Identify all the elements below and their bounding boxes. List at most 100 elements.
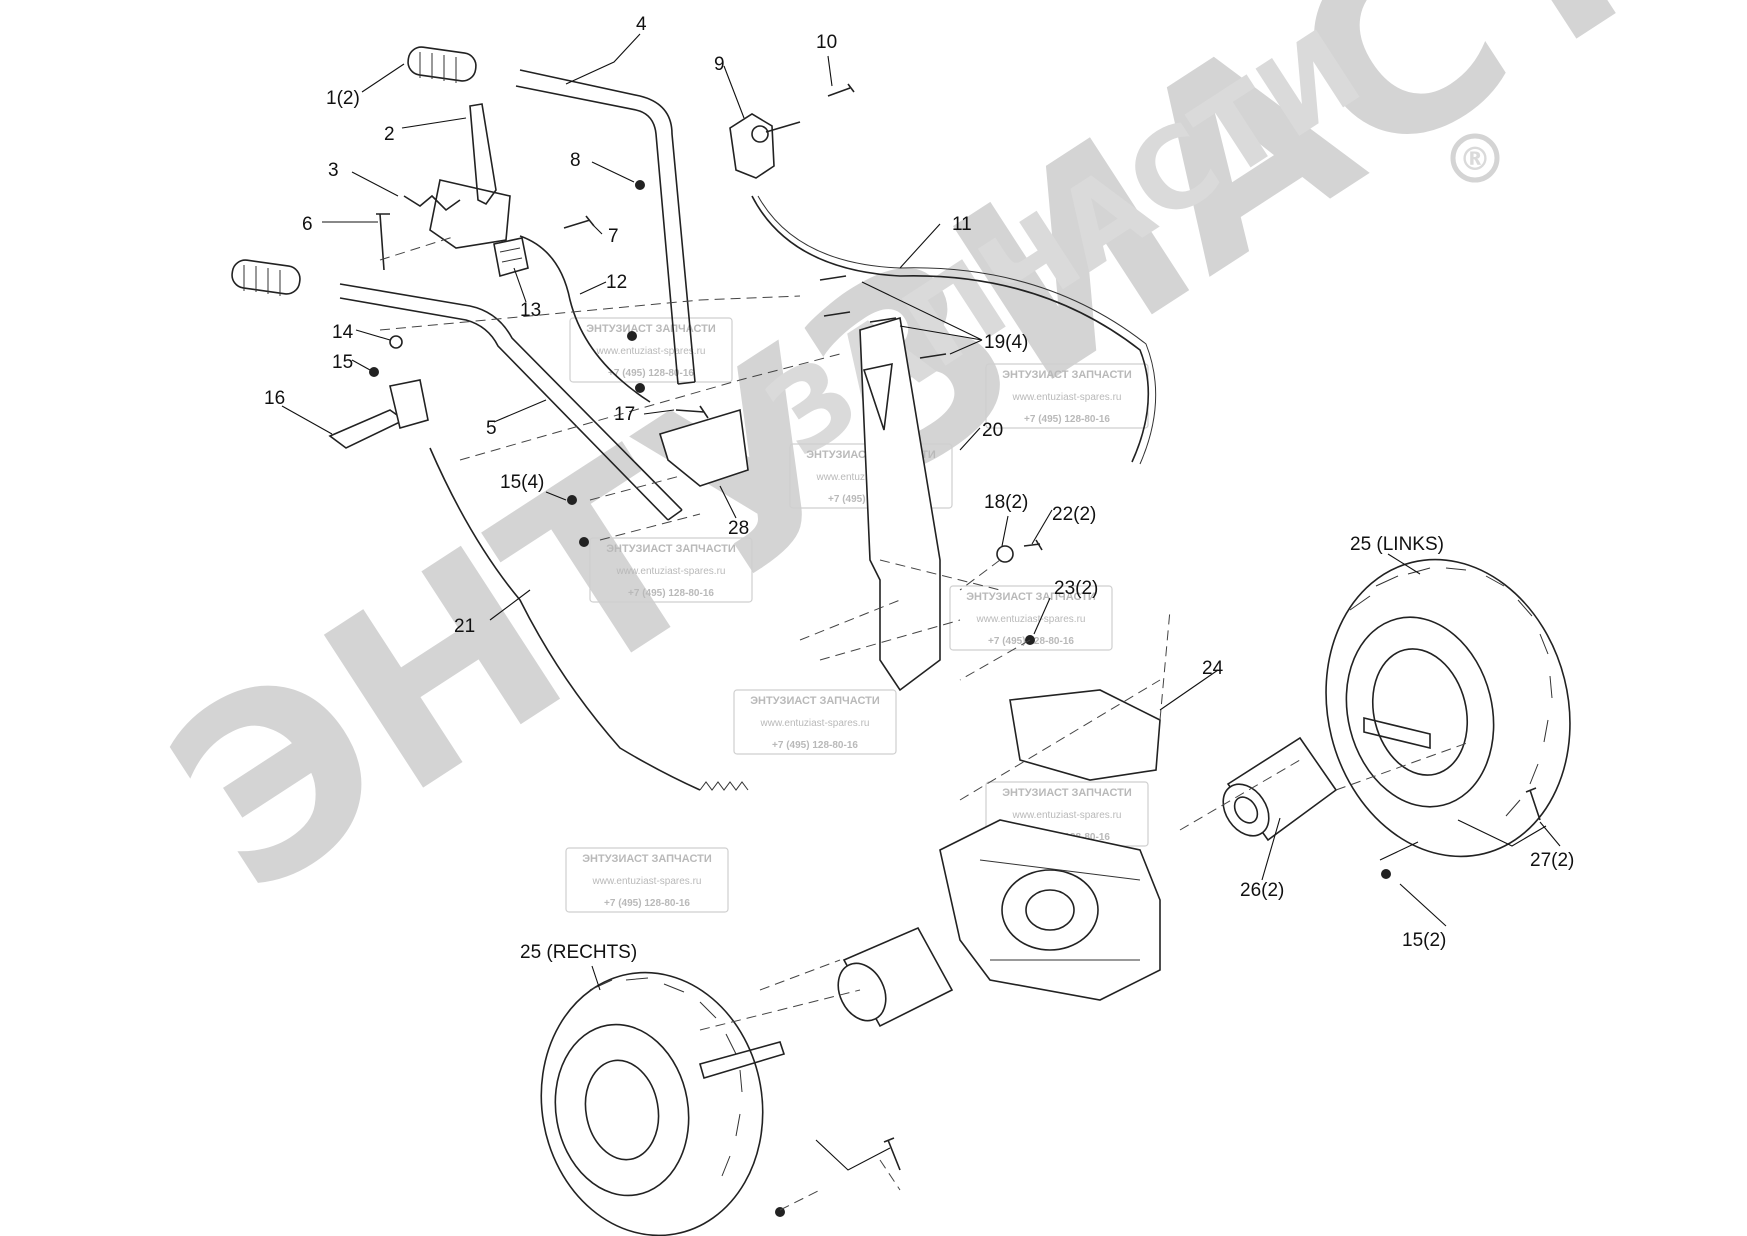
handlebar-lower-tube bbox=[339, 283, 683, 521]
cable-11 bbox=[751, 195, 1150, 463]
bolt-22 bbox=[1023, 539, 1043, 551]
watermark-registered-text: ® bbox=[1459, 140, 1491, 178]
stamp-text: ЭНТУЗИАСТ ЗАПЧАСТИ bbox=[1002, 369, 1132, 381]
pin bbox=[376, 213, 390, 271]
callout-17: 17 bbox=[614, 404, 635, 425]
callout-13: 13 bbox=[520, 300, 541, 321]
callout-8: 8 bbox=[570, 150, 581, 171]
nut-15-2 bbox=[1381, 869, 1391, 879]
stamp-text: www.entuziast-spares.ru bbox=[1012, 810, 1122, 821]
callout-24: 24 bbox=[1202, 658, 1224, 679]
wheel-links bbox=[1325, 558, 1571, 858]
spring-clip bbox=[403, 194, 461, 212]
watermark-stamp: ЭНТУЗИАСТ ЗАПЧАСТИ www.entuziast-spares.r… bbox=[589, 537, 753, 603]
stamp-text: +7 (495) 128-80-16 bbox=[604, 898, 690, 909]
sleeve-left bbox=[837, 926, 954, 1028]
stamp-text: +7 (495) 128-80-16 bbox=[628, 588, 714, 599]
nut-15a bbox=[567, 495, 577, 505]
nut-rechts bbox=[775, 1207, 785, 1217]
washer-14 bbox=[389, 335, 403, 349]
callout-25-rechts: 25 (RECHTS) bbox=[520, 942, 637, 963]
bolt-rechts bbox=[883, 1137, 901, 1171]
assembly-lines bbox=[379, 235, 1547, 1211]
watermark-stamp: ЭНТУЗИАСТ ЗАПЧАСТИ www.entuziast-spares.r… bbox=[565, 847, 729, 913]
callout-6: 6 bbox=[302, 214, 313, 235]
wheel-rechts bbox=[540, 971, 786, 1236]
sleeve-26-right bbox=[1222, 736, 1338, 842]
bolt-7 bbox=[563, 215, 595, 229]
callout-23: 23(2) bbox=[1054, 578, 1098, 599]
callout-2: 2 bbox=[384, 124, 395, 145]
callout-leaders bbox=[281, 33, 1561, 991]
stamp-text: ЭНТУЗИАСТ ЗАПЧАСТИ bbox=[586, 323, 716, 335]
callout-28: 28 bbox=[728, 518, 749, 539]
shift-lever-bracket bbox=[429, 179, 511, 249]
callout-5: 5 bbox=[486, 418, 497, 439]
cable-11-inner bbox=[757, 195, 1157, 465]
cable-21-spring bbox=[699, 781, 749, 791]
callout-16: 16 bbox=[264, 388, 285, 409]
nut-15b bbox=[579, 537, 589, 547]
callout-11: 11 bbox=[952, 214, 972, 235]
stamp-text: +7 (495) 128-80-16 bbox=[608, 368, 694, 379]
cable-12 bbox=[519, 235, 651, 403]
stamp-text: www.entuziast-spares.ru bbox=[596, 346, 706, 357]
callout-22: 22(2) bbox=[1052, 504, 1096, 525]
screw-10 bbox=[827, 83, 855, 97]
callout-4: 4 bbox=[636, 14, 647, 35]
callout-15-2: 15(2) bbox=[1402, 930, 1446, 951]
callout-3: 3 bbox=[328, 160, 339, 181]
callout-labels: 1(2) 2 3 6 4 5 7 8 9 10 11 12 13 14 15 1… bbox=[264, 14, 1574, 963]
callout-19: 19(4) bbox=[984, 332, 1028, 353]
knob-housing bbox=[729, 113, 801, 179]
callout-25-links: 25 (LINKS) bbox=[1350, 534, 1444, 555]
washer-18 bbox=[996, 545, 1014, 563]
stamp-text: +7 (495) 128-80-16 bbox=[772, 740, 858, 751]
watermark-registered: ® bbox=[1450, 133, 1500, 183]
handlebar-upper-tube bbox=[515, 69, 696, 385]
stamp-text: ЭНТУЗИАСТ ЗАПЧАСТИ bbox=[750, 695, 880, 707]
mounting-plate-20 bbox=[859, 316, 941, 692]
callout-7: 7 bbox=[608, 226, 619, 247]
cable-21 bbox=[429, 447, 701, 791]
watermark-stamp: ЭНТУЗИАСТ ЗАПЧАСТИ www.entuziast-spares.r… bbox=[569, 317, 733, 383]
watermark-stamp: ЭНТУЗИАСТ ЗАПЧАСТИ www.entuziast-spares.r… bbox=[985, 363, 1149, 429]
stamp-text: www.entuziast-spares.ru bbox=[616, 566, 726, 577]
stamp-text: www.entuziast-spares.ru bbox=[592, 876, 702, 887]
bolts-19 bbox=[819, 275, 947, 359]
nut-8 bbox=[635, 180, 645, 190]
stamp-text: ЭНТУЗИАСТ ЗАПЧАСТИ bbox=[966, 591, 1096, 603]
shield-24 bbox=[1009, 689, 1161, 781]
gearbox bbox=[939, 819, 1161, 1001]
clutch-lever bbox=[328, 379, 429, 449]
grip-upper bbox=[407, 46, 477, 83]
stamp-text: +7 (495) 128-80-16 bbox=[1024, 414, 1110, 425]
callout-14: 14 bbox=[332, 322, 354, 343]
callout-15: 15 bbox=[332, 352, 353, 373]
callout-21: 21 bbox=[454, 616, 475, 637]
stamp-text: ЭНТУЗИАСТ ЗАПЧАСТИ bbox=[582, 853, 712, 865]
nut-15d bbox=[635, 383, 645, 393]
bolt-27 bbox=[1525, 787, 1541, 821]
stamp-text: ЭНТУЗИАСТ ЗАПЧАСТИ bbox=[606, 543, 736, 555]
callout-27: 27(2) bbox=[1530, 850, 1574, 871]
nut-15c bbox=[627, 331, 637, 341]
shield-24-edge bbox=[879, 559, 1171, 721]
grip-lower bbox=[231, 259, 301, 296]
stamp-text: www.entuziast-spares.ru bbox=[976, 614, 1086, 625]
stamp-text: www.entuziast-spares.ru bbox=[760, 718, 870, 729]
callout-1: 1(2) bbox=[326, 88, 360, 109]
callout-26: 26(2) bbox=[1240, 880, 1284, 901]
cable-end-17 bbox=[675, 405, 709, 419]
callout-15-4: 15(4) bbox=[500, 472, 544, 493]
callout-12: 12 bbox=[606, 272, 627, 293]
shift-lever bbox=[469, 103, 497, 206]
watermark-stamp: ЭНТУЗИАСТ ЗАПЧАСТИ www.entuziast-spares.r… bbox=[733, 689, 897, 755]
nut-15 bbox=[369, 367, 379, 377]
bracket-28 bbox=[658, 408, 749, 487]
stamp-text: ЭНТУЗИАСТ ЗАПЧАСТИ bbox=[1002, 787, 1132, 799]
stamp-text: www.entuziast-spares.ru bbox=[1012, 392, 1122, 403]
callout-9: 9 bbox=[714, 54, 725, 75]
